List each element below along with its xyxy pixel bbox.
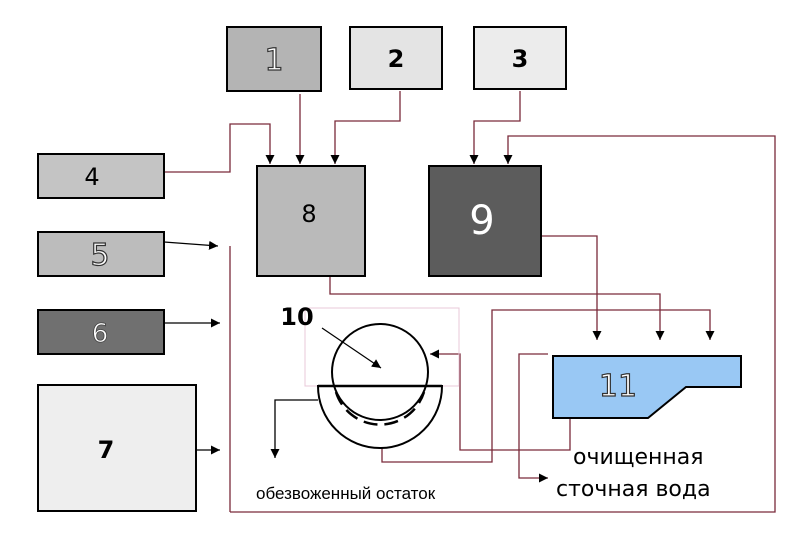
apparatus-10: 10 — [280, 303, 460, 449]
block-1-label: 1 — [264, 43, 283, 78]
block-9-label: 9 — [469, 198, 494, 244]
block-7-label: 7 — [98, 436, 115, 464]
connector-5 — [163, 240, 219, 250]
caption-residue: обезвоженный остаток — [256, 484, 436, 503]
block-11: 11 — [552, 355, 742, 419]
block-9: 9 — [428, 165, 542, 277]
connector-3-to-9 — [469, 91, 521, 164]
block-1: 1 — [226, 26, 322, 92]
connector-10-to-11 — [381, 309, 715, 463]
block-4-label: 4 — [84, 163, 99, 191]
caption-clean-water-line1: очищенная — [573, 445, 704, 470]
connector-residue-out — [270, 399, 318, 458]
connector-loop-to-9 — [230, 135, 776, 513]
block-5-label: 5 — [90, 238, 109, 273]
connector-clean-water-out — [518, 353, 548, 483]
block-3: 3 — [473, 26, 567, 90]
block-7: 7 — [37, 384, 197, 512]
block-2: 2 — [349, 26, 443, 90]
caption-clean-water-line2: сточная вода — [556, 477, 711, 502]
block-3-label: 3 — [512, 45, 529, 73]
block-5: 5 — [37, 231, 165, 277]
connector-9-to-11 — [541, 235, 602, 340]
block-4: 4 — [37, 153, 165, 199]
connector-8-to-11 — [329, 277, 665, 340]
block-8-label: 8 — [301, 200, 316, 228]
block-2-label: 2 — [388, 45, 405, 73]
connector-2-to-8 — [330, 91, 401, 164]
apparatus-10-label: 10 — [280, 303, 313, 331]
block-11-label: 11 — [599, 369, 637, 404]
connector-11-to-10 — [430, 349, 571, 451]
block-6: 6 — [37, 309, 165, 355]
block-8: 8 — [256, 165, 366, 277]
block-6-label: 6 — [92, 319, 109, 349]
connector-4-to-8 — [164, 123, 275, 173]
